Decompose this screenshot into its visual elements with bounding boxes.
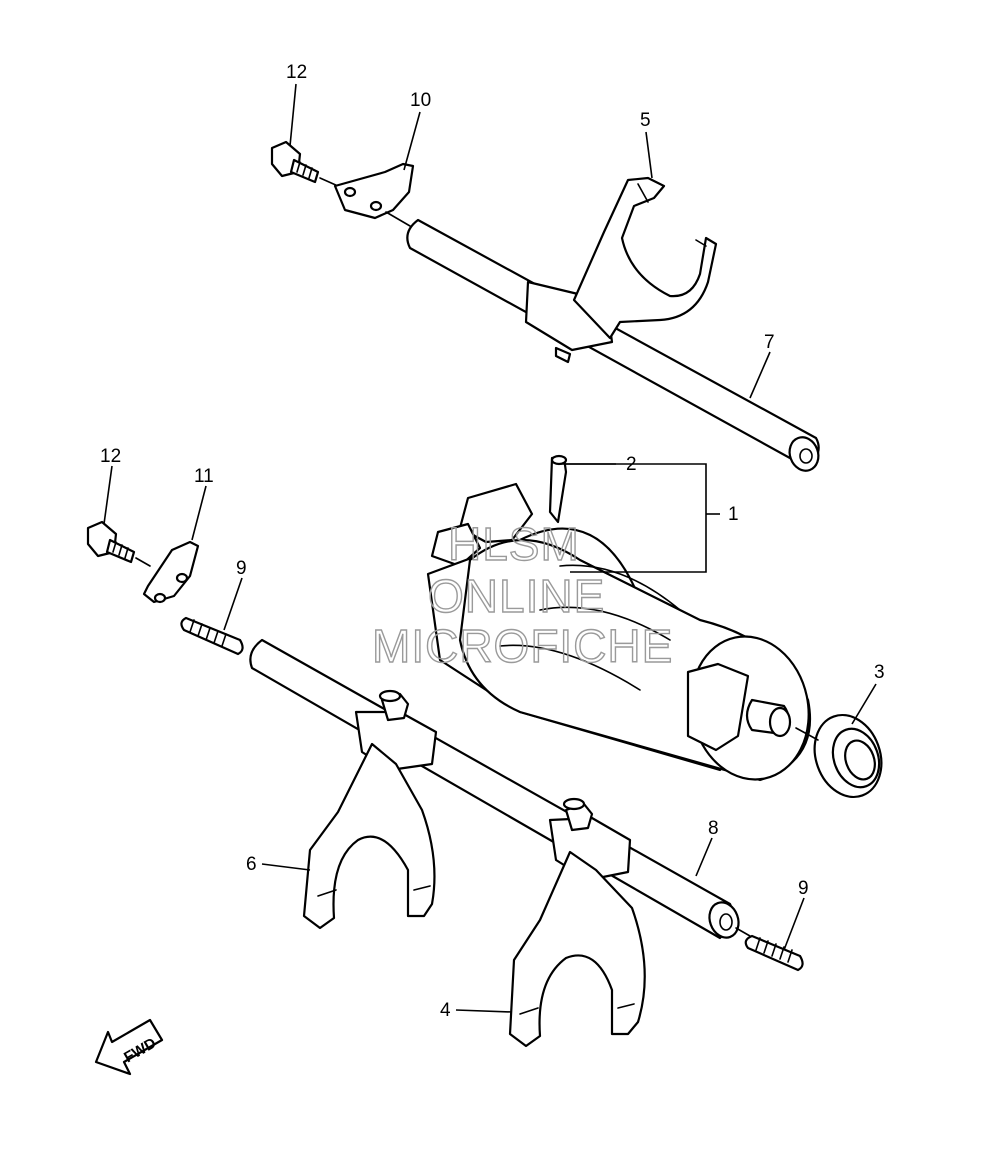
fwd-arrow-icon: FWD <box>94 1018 164 1076</box>
callout-8: 8 <box>708 818 719 839</box>
stopper-plate-lower <box>142 540 200 604</box>
shift-fork-6 <box>302 689 438 930</box>
callout-1: 1 <box>728 504 739 525</box>
stopper-plate-upper <box>333 162 415 220</box>
screw-lower <box>86 520 136 564</box>
watermark-line-3: MICROFICHE <box>372 620 673 672</box>
callout-12-upper: 12 <box>286 62 307 83</box>
bearing-3 <box>813 713 883 799</box>
callout-9-left: 9 <box>236 558 247 579</box>
callout-2: 2 <box>626 454 637 475</box>
callout-12-lower: 12 <box>100 446 121 467</box>
callout-4: 4 <box>440 1000 451 1021</box>
shift-shaft-upper <box>406 218 820 472</box>
watermark-line-1: HLSM <box>448 518 580 570</box>
callout-7: 7 <box>764 332 775 353</box>
callout-11: 11 <box>194 466 214 487</box>
watermark-line-2: ONLINE <box>428 570 605 622</box>
screw-upper <box>270 140 320 184</box>
spring-9-right <box>744 934 804 972</box>
callout-6: 6 <box>246 854 257 875</box>
shift-fork-4 <box>508 797 646 1048</box>
shift-fork-5 <box>524 176 718 364</box>
callout-10: 10 <box>410 90 431 111</box>
callout-3: 3 <box>874 662 885 683</box>
watermark: HLSM ONLINE MICROFICHE <box>371 517 673 672</box>
spring-9-left <box>180 616 244 656</box>
callout-5: 5 <box>640 110 651 131</box>
leader-lines <box>103 83 877 1013</box>
callout-9-right: 9 <box>798 878 809 899</box>
